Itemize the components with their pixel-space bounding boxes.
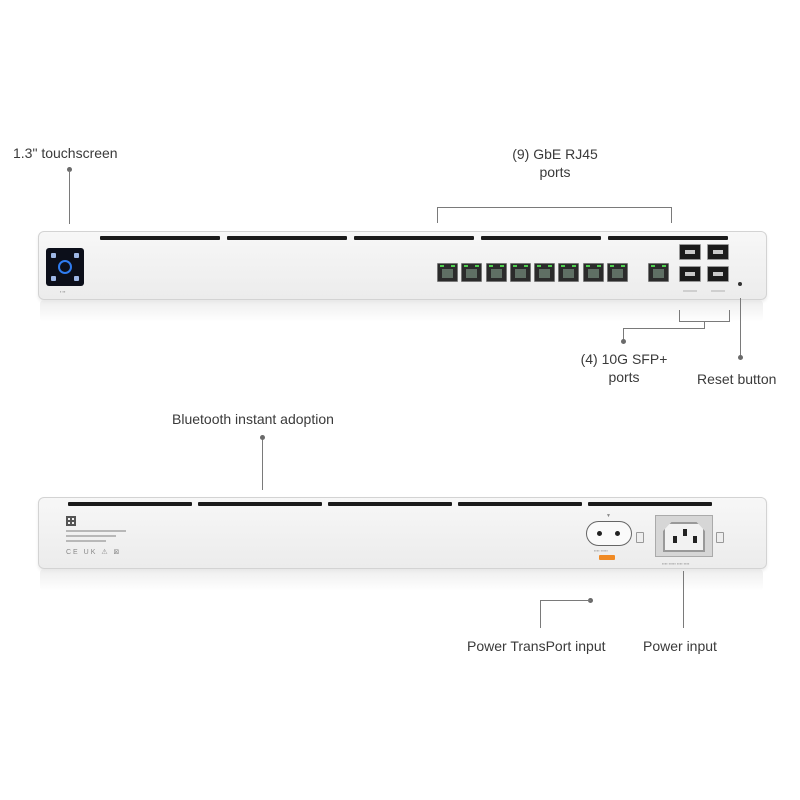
power-retainer-left bbox=[636, 532, 644, 543]
power-transport-pin-right bbox=[615, 531, 620, 536]
touchscreen-callout-dot bbox=[67, 167, 72, 172]
rj45-port-4[interactable] bbox=[510, 263, 531, 282]
sfp-bracket-right bbox=[729, 310, 730, 322]
sfp-label-line2: ports bbox=[608, 369, 640, 385]
power-input-caption: ▪▪▪▪ ▪▪▪▪▪ ▪▪▪▪ ▪▪▪▪ bbox=[662, 561, 690, 566]
touchscreen-mini-icon-bl bbox=[51, 276, 56, 281]
front-vent-2 bbox=[227, 236, 347, 240]
power-inlet-prong-right bbox=[693, 536, 697, 543]
regulatory-text-line-2 bbox=[66, 535, 116, 537]
sfp-cage-4[interactable] bbox=[707, 266, 729, 282]
qr-code-icon bbox=[66, 516, 76, 526]
reset-callout-line bbox=[740, 298, 741, 356]
power-transport-badge bbox=[599, 555, 615, 560]
touchscreen-mini-icon-tl bbox=[51, 253, 56, 258]
touchscreen-label: 1.3" touchscreen bbox=[13, 145, 118, 161]
regulatory-text-line-3 bbox=[66, 540, 106, 542]
rear-vent-2 bbox=[198, 502, 322, 506]
sfp-callout-vertical bbox=[623, 328, 624, 340]
power-inlet-recess bbox=[663, 522, 705, 552]
rj45-label-line2: ports bbox=[539, 164, 571, 180]
reset-label: Reset button bbox=[697, 371, 777, 387]
sfp-cage-3[interactable] bbox=[679, 266, 701, 282]
rj45-port-7[interactable] bbox=[583, 263, 604, 282]
bluetooth-callout-line bbox=[262, 437, 263, 490]
sfp-led-1 bbox=[683, 290, 697, 292]
rj45-bracket-left bbox=[437, 207, 438, 223]
sfp-label-line1: (4) 10G SFP+ bbox=[580, 351, 668, 367]
sfp-cage-2[interactable] bbox=[707, 244, 729, 260]
rear-vent-4 bbox=[458, 502, 582, 506]
bluetooth-callout-dot bbox=[260, 435, 265, 440]
rj45-port-9[interactable] bbox=[648, 263, 669, 282]
power-transport-pin-left bbox=[597, 531, 602, 536]
power-input-label: Power input bbox=[643, 638, 717, 654]
rear-chassis bbox=[38, 497, 767, 569]
power-transport-callout-horizontal bbox=[540, 600, 591, 601]
front-vent-5 bbox=[608, 236, 728, 240]
rj45-port-1[interactable] bbox=[437, 263, 458, 282]
power-transport-socket-icon[interactable] bbox=[586, 521, 632, 546]
rj45-port-2[interactable] bbox=[461, 263, 482, 282]
touchscreen-icon[interactable] bbox=[46, 248, 84, 286]
power-transport-label: Power TransPort input bbox=[467, 638, 606, 654]
rj45-port-8[interactable] bbox=[607, 263, 628, 282]
power-transport-arrow-icon: ▼ bbox=[606, 513, 611, 519]
rj45-port-3[interactable] bbox=[486, 263, 507, 282]
sfp-bracket-left bbox=[679, 310, 680, 322]
regulatory-text-line-1 bbox=[66, 530, 126, 532]
touchscreen-mini-icon-tr bbox=[74, 253, 79, 258]
bluetooth-label: Bluetooth instant adoption bbox=[172, 411, 334, 427]
sfp-callout-horizontal bbox=[623, 328, 705, 329]
touchscreen-callout-line bbox=[69, 170, 70, 224]
rj45-bracket-right bbox=[671, 207, 672, 223]
touchscreen-mini-icon-br bbox=[74, 276, 79, 281]
sfp-led-2 bbox=[711, 290, 725, 292]
sfp-callout-vertical-top bbox=[704, 321, 705, 329]
rj45-label: (9) GbE RJ45 ports bbox=[490, 145, 620, 181]
front-chassis bbox=[38, 231, 767, 300]
rj45-bracket-top bbox=[437, 207, 672, 208]
reset-pinhole-icon[interactable] bbox=[738, 282, 742, 286]
sfp-label: (4) 10G SFP+ ports bbox=[565, 350, 683, 386]
front-vent-4 bbox=[481, 236, 601, 240]
front-vent-1 bbox=[100, 236, 220, 240]
touchscreen-ring-icon bbox=[58, 260, 72, 274]
power-transport-callout-vertical bbox=[540, 600, 541, 628]
rear-reflection bbox=[40, 569, 763, 591]
power-inlet-prong-center bbox=[683, 529, 687, 536]
rj45-label-line1: (9) GbE RJ45 bbox=[512, 146, 598, 162]
rj45-port-5[interactable] bbox=[534, 263, 555, 282]
front-vent-3 bbox=[354, 236, 474, 240]
rear-vent-1 bbox=[68, 502, 192, 506]
sfp-callout-dot bbox=[621, 339, 626, 344]
reset-callout-dot bbox=[738, 355, 743, 360]
power-transport-caption: ▪▪▪▪ ▪▪▪▪▪ bbox=[594, 548, 608, 553]
touchscreen-caption: ▪ ▪▪ bbox=[60, 289, 66, 294]
regulatory-marks-icon: CE UK ⚠ ⊠ bbox=[66, 549, 122, 556]
rear-vent-3 bbox=[328, 502, 452, 506]
power-inlet-prong-left bbox=[673, 536, 677, 543]
power-retainer-right bbox=[716, 532, 724, 543]
rear-vent-5 bbox=[588, 502, 712, 506]
rj45-port-6[interactable] bbox=[558, 263, 579, 282]
iec-c14-power-inlet-icon[interactable] bbox=[655, 515, 713, 557]
sfp-cage-1[interactable] bbox=[679, 244, 701, 260]
front-reflection bbox=[40, 300, 763, 322]
power-input-callout-line bbox=[683, 571, 684, 628]
